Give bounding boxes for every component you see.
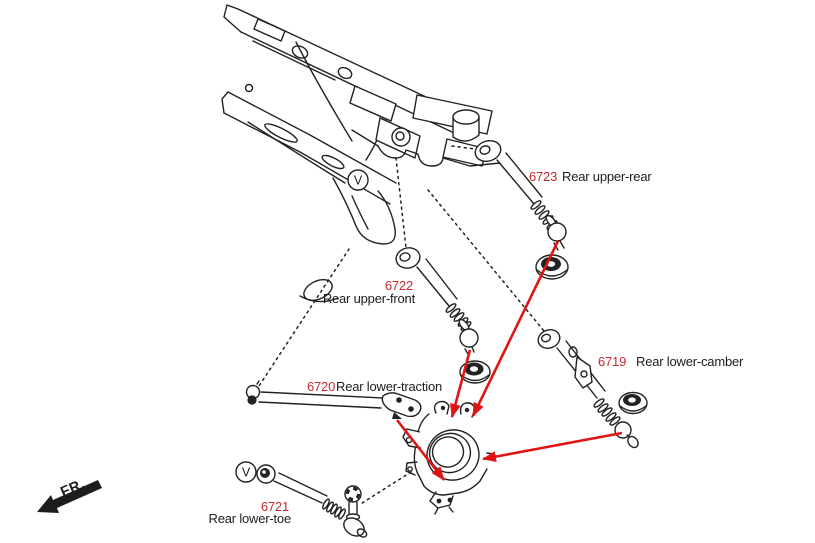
part-labels: 6723 Rear upper-rear 6722 Rear upper-fro… (209, 169, 745, 526)
leader-line-lower-camber (427, 189, 545, 332)
callout-arrow-upper-front (450, 349, 472, 418)
subframe-assembly (221, 4, 501, 303)
leader-line-toe-link (358, 471, 412, 506)
upper-rear-arm (474, 139, 569, 280)
part-6723-name: Rear upper-rear (562, 169, 652, 184)
knuckle-hub-carrier (402, 400, 495, 515)
part-6721-name: Rear lower-toe (209, 511, 291, 526)
leader-lines (256, 145, 545, 506)
toe-link-ball-stud (344, 485, 362, 521)
part-6722-number: 6722 (385, 278, 413, 293)
callout-arrows (395, 240, 623, 481)
svg-text:V: V (354, 174, 363, 188)
part-6723-number: 6723 (529, 169, 557, 184)
upper-front-arm (395, 247, 491, 384)
callout-arrow-lower-camber (482, 431, 623, 463)
bushing-grommet-upper-front (459, 360, 491, 384)
callout-arrow-upper-rear (471, 240, 560, 417)
callout-arrow-lower-traction (395, 419, 446, 481)
view-marker-v-toe: V (235, 461, 257, 483)
svg-text:V: V (242, 466, 251, 480)
view-marker-v-frame: V (347, 169, 369, 191)
bushing-grommet-lower-camber (618, 391, 648, 415)
part-6720-number: 6720 (307, 379, 335, 394)
fr-label: FR. (58, 476, 87, 500)
part-6719-number: 6719 (598, 354, 626, 369)
fr-arrow-icon (37, 480, 102, 513)
part-6721-number: 6721 (261, 499, 289, 514)
lower-camber-arm (537, 329, 648, 449)
toe-link-arm (256, 464, 368, 538)
fr-direction-indicator: FR. (37, 476, 102, 513)
lower-traction-arm (245, 380, 422, 419)
part-6720-name: Rear lower-traction (336, 379, 442, 394)
leader-line-upper-front (395, 157, 407, 249)
part-6719-name: Rear lower-camber (636, 354, 744, 369)
part-6722-name: Rear upper-front (323, 291, 416, 306)
leader-line-lower-traction (256, 248, 350, 390)
